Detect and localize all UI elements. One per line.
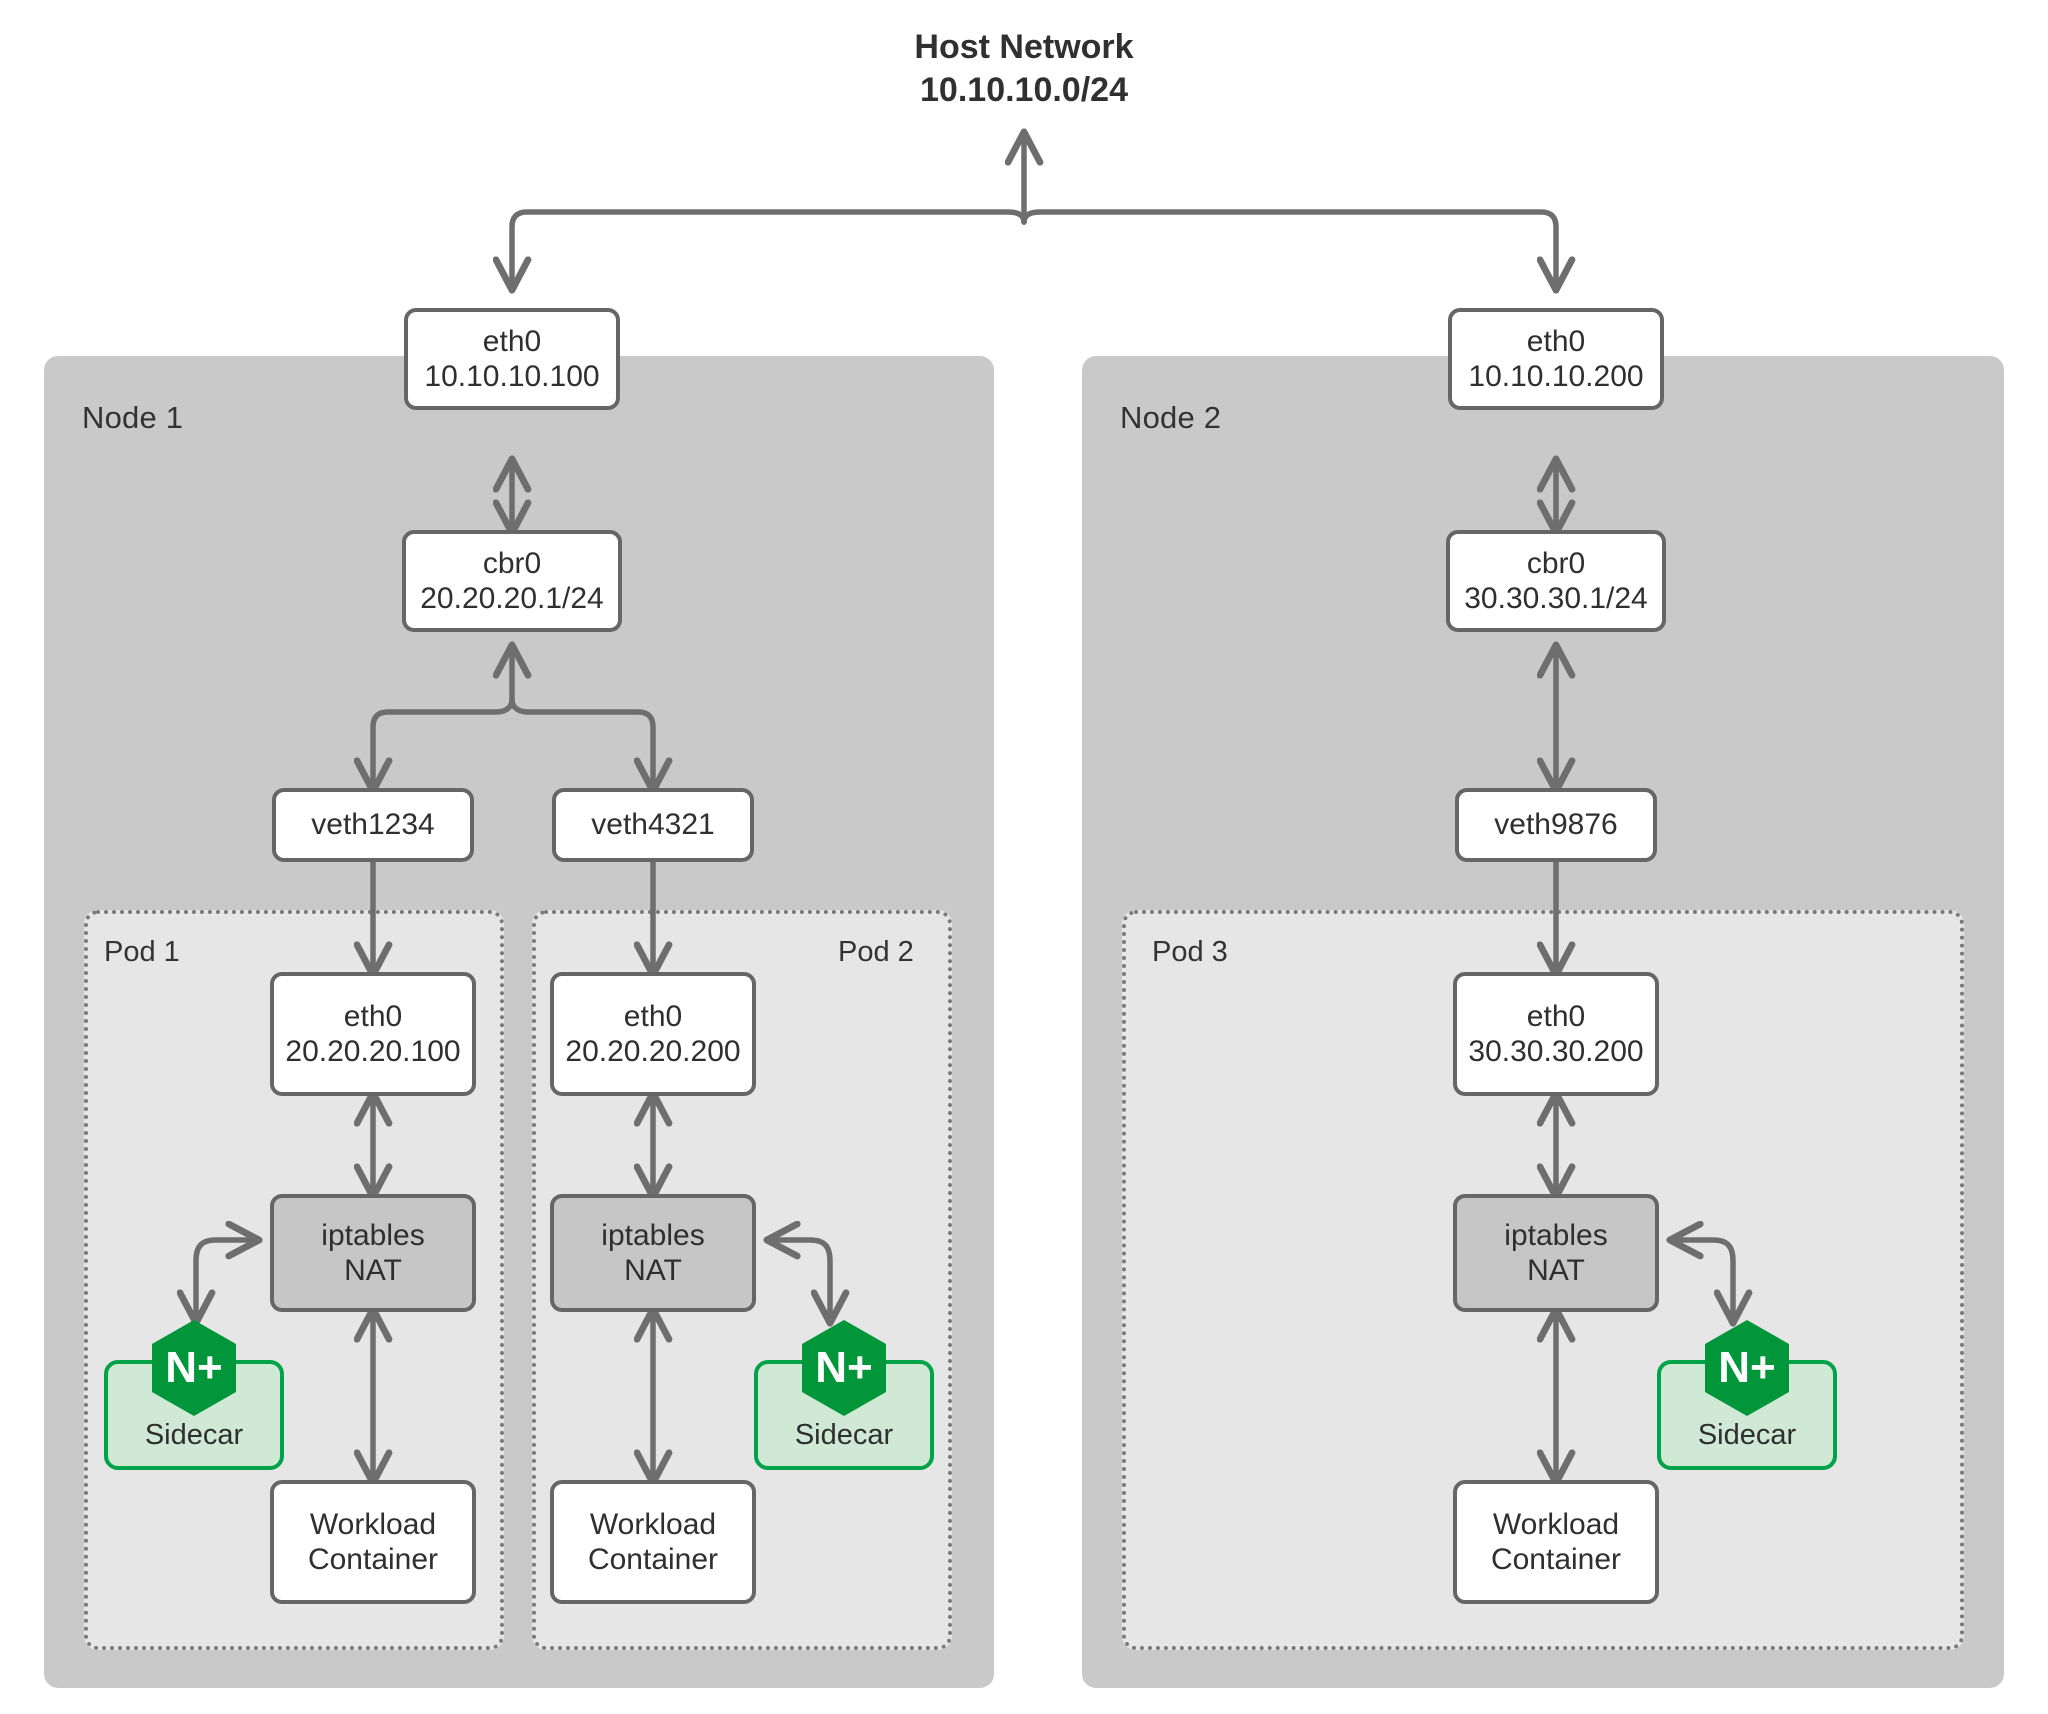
node2-veth9876-label: veth9876 [1494, 808, 1618, 842]
pod1-eth0-name: eth0 [343, 999, 403, 1033]
pod3-workload-line1: Workload [1492, 1507, 1620, 1541]
node-label-2: Node 2 [1120, 400, 1222, 435]
node1-cbr0-box[interactable]: cbr0 20.20.20.1/24 [402, 530, 622, 632]
pod2-workload-line2: Container [587, 1543, 719, 1576]
pod2-workload-line1: Workload [589, 1507, 717, 1541]
pod1-workload-container-box[interactable]: Workload Container [270, 1480, 476, 1604]
nginx-plus-hexagon-icon: N+ [798, 1318, 890, 1418]
pod-label-1: Pod 1 [104, 936, 180, 968]
pod3-iptables-nat-box[interactable]: iptables NAT [1453, 1194, 1659, 1312]
pod3-workload-container-box[interactable]: Workload Container [1453, 1480, 1659, 1604]
pod3-eth0-box[interactable]: eth0 30.30.30.200 [1453, 972, 1659, 1096]
pod1-eth0-ip: 20.20.20.100 [285, 1035, 461, 1068]
node1-eth0-ip: 10.10.10.100 [424, 360, 600, 393]
nginx-plus-hexagon-icon: N+ [1701, 1318, 1793, 1418]
pod1-nat-label: NAT [344, 1254, 402, 1287]
svg-text:N+: N+ [815, 1343, 872, 1392]
pod2-eth0-name: eth0 [623, 999, 683, 1033]
node2-eth0-box[interactable]: eth0 10.10.10.200 [1448, 308, 1664, 410]
page-title: Host Network 10.10.10.0/24 [806, 26, 1242, 111]
pod-label-2: Pod 2 [838, 936, 914, 968]
pod3-iptables-label: iptables [1504, 1218, 1608, 1252]
node1-veth1234-box[interactable]: veth1234 [272, 788, 474, 862]
pod3-workload-line2: Container [1490, 1543, 1622, 1576]
pod1-eth0-box[interactable]: eth0 20.20.20.100 [270, 972, 476, 1096]
node1-eth0-box[interactable]: eth0 10.10.10.100 [404, 308, 620, 410]
node2-veth9876-box[interactable]: veth9876 [1455, 788, 1657, 862]
host-network-title: Host Network [914, 28, 1134, 66]
pod1-iptables-nat-box[interactable]: iptables NAT [270, 1194, 476, 1312]
pod2-iptables-label: iptables [601, 1218, 705, 1252]
pod3-eth0-ip: 30.30.30.200 [1468, 1035, 1644, 1068]
host-network-cidr: 10.10.10.0/24 [920, 70, 1128, 109]
node1-cbr0-name: cbr0 [482, 546, 542, 580]
svg-text:N+: N+ [165, 1343, 222, 1392]
node2-eth0-ip: 10.10.10.200 [1468, 360, 1644, 393]
node1-veth4321-label: veth4321 [591, 808, 715, 842]
node1-cbr0-ip: 20.20.20.1/24 [420, 582, 604, 615]
pod-label-3: Pod 3 [1152, 936, 1228, 968]
node1-veth1234-label: veth1234 [311, 808, 435, 842]
nginx-plus-hexagon-icon: N+ [148, 1318, 240, 1418]
pod1-workload-line2: Container [307, 1543, 439, 1576]
pod2-eth0-ip: 20.20.20.200 [565, 1035, 741, 1068]
node-label-1: Node 1 [82, 400, 184, 435]
svg-text:N+: N+ [1718, 1343, 1775, 1392]
node2-cbr0-name: cbr0 [1526, 546, 1586, 580]
pod3-eth0-name: eth0 [1526, 999, 1586, 1033]
pod2-workload-container-box[interactable]: Workload Container [550, 1480, 756, 1604]
pod2-nat-label: NAT [624, 1254, 682, 1287]
node1-veth4321-box[interactable]: veth4321 [552, 788, 754, 862]
pod1-iptables-label: iptables [321, 1218, 425, 1252]
node2-cbr0-ip: 30.30.30.1/24 [1464, 582, 1648, 615]
pod1-sidecar-label: Sidecar [144, 1419, 244, 1451]
pod3-sidecar-label: Sidecar [1697, 1419, 1797, 1451]
pod2-iptables-nat-box[interactable]: iptables NAT [550, 1194, 756, 1312]
node2-eth0-name: eth0 [1526, 324, 1586, 358]
node2-cbr0-box[interactable]: cbr0 30.30.30.1/24 [1446, 530, 1666, 632]
pod3-nat-label: NAT [1527, 1254, 1585, 1287]
node1-eth0-name: eth0 [482, 324, 542, 358]
pod2-eth0-box[interactable]: eth0 20.20.20.200 [550, 972, 756, 1096]
pod1-workload-line1: Workload [309, 1507, 437, 1541]
pod2-sidecar-label: Sidecar [794, 1419, 894, 1451]
